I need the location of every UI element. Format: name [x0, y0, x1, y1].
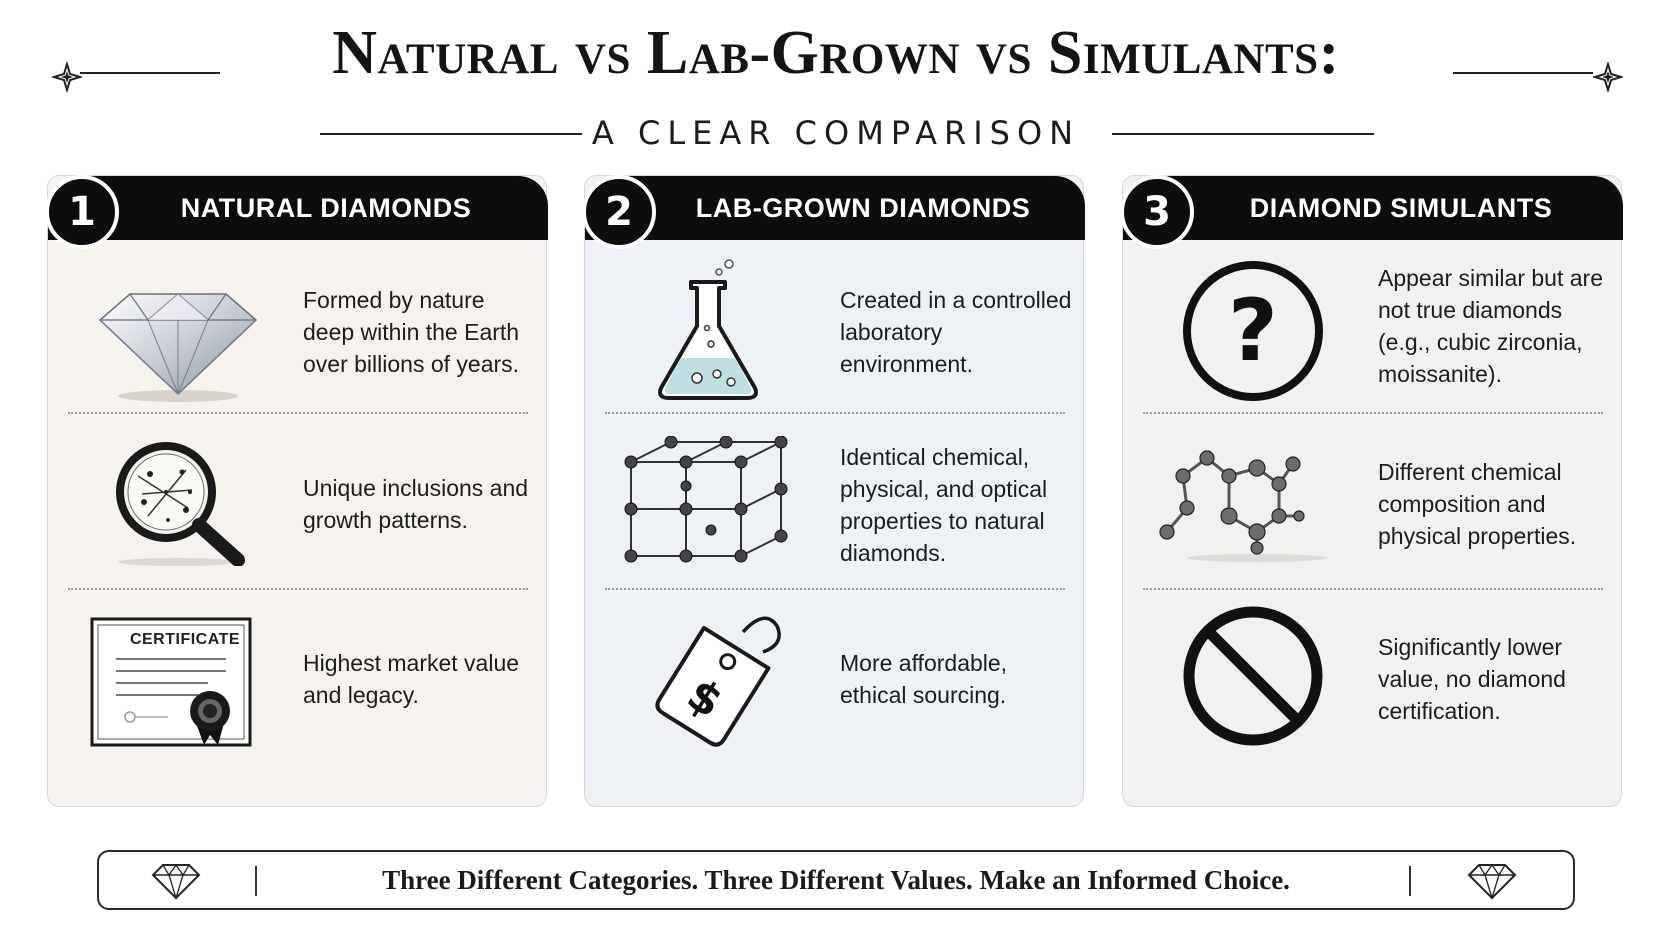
card-number-badge: 3	[1120, 175, 1194, 249]
title-rule-right	[1453, 72, 1593, 74]
card-number-badge: 1	[45, 175, 119, 249]
sparkle-right-icon	[1593, 62, 1623, 92]
sparkle-left-icon	[52, 62, 82, 92]
row-description: Identical chemical, physical, and optica…	[840, 444, 1048, 566]
certificate-icon	[90, 617, 252, 747]
row-divider	[1143, 412, 1603, 414]
row-description: Formed by nature deep within the Earth o…	[303, 287, 520, 377]
card-title: LAB-GROWN DIAMONDS	[695, 193, 1031, 223]
page-title: Natural vs Lab-Grown vs Simulants:	[332, 19, 1340, 87]
row-divider	[605, 588, 1065, 590]
card-title: NATURAL DIAMONDS	[180, 193, 472, 223]
magnifying-glass-icon	[116, 442, 245, 566]
card-lab-grown-diamonds: 2 LAB-GROWN DIAMONDS Created in a contro…	[582, 175, 1085, 807]
list-item: Significantly lower value, no diamond ce…	[1123, 601, 1623, 781]
question-mark-icon: ?	[1183, 261, 1323, 401]
crystal-lattice-icon	[624, 436, 788, 563]
price-tag-icon: $	[655, 616, 781, 747]
certificate-label: CERTIFICATE	[129, 631, 241, 648]
list-item: ? Appear similar but are not true diamon…	[1123, 256, 1623, 416]
diamond-outline-icon	[151, 863, 201, 900]
list-item: Different chemical composition and physi…	[1123, 426, 1623, 586]
card-header	[48, 176, 548, 240]
footer-divider	[255, 866, 257, 896]
row-description: Significantly lower value, no diamond ce…	[1378, 634, 1566, 724]
card-number-badge: 2	[582, 175, 656, 249]
footer-divider	[1409, 866, 1411, 896]
list-item: Unique inclusions and growth patterns.	[48, 426, 548, 586]
title-rule-left	[80, 72, 220, 74]
row-description: Unique inclusions and growth patterns.	[303, 475, 529, 533]
list-item: CERTIFICATE Highest market value and leg…	[48, 601, 548, 781]
flask-icon	[658, 259, 758, 400]
card-header	[585, 176, 1085, 240]
row-divider	[68, 588, 528, 590]
card-diamond-simulants: 3 DIAMOND SIMULANTS ? Appear similar but…	[1120, 175, 1623, 807]
molecule-icon	[1159, 450, 1327, 562]
card-title: DIAMOND SIMULANTS	[1249, 193, 1553, 223]
subtitle-rule-right	[1112, 133, 1374, 135]
list-item: Formed by nature deep within the Earth o…	[48, 266, 548, 416]
row-divider	[1143, 588, 1603, 590]
list-item: $ More affordable, ethical sourcing.	[585, 601, 1085, 781]
row-divider	[68, 412, 528, 414]
list-item: Identical chemical, physical, and optica…	[585, 426, 1085, 586]
diamond-outline-icon	[1467, 863, 1517, 900]
page-subtitle: A CLEAR COMPARISON	[591, 114, 1081, 152]
row-description: Created in a controlled laboratory envir…	[840, 287, 1072, 377]
row-description: Appear similar but are not true diamonds…	[1378, 265, 1603, 387]
card-natural-diamonds: 1 NATURAL DIAMONDS Formed by nature deep…	[45, 175, 548, 807]
row-description: Different chemical composition and physi…	[1378, 459, 1577, 549]
svg-text:?: ?	[1228, 281, 1278, 381]
card-header	[1123, 176, 1623, 240]
prohibited-icon	[1183, 606, 1323, 746]
diamond-icon	[98, 293, 258, 402]
row-divider	[605, 412, 1065, 414]
list-item: Created in a controlled laboratory envir…	[585, 256, 1085, 416]
row-description: More affordable, ethical sourcing.	[840, 650, 1008, 708]
footer-banner: Three Different Categories. Three Differ…	[97, 850, 1575, 910]
row-description: Highest market value and legacy.	[303, 650, 520, 708]
footer-text: Three Different Categories. Three Differ…	[382, 865, 1290, 895]
subtitle-rule-left	[320, 133, 582, 135]
